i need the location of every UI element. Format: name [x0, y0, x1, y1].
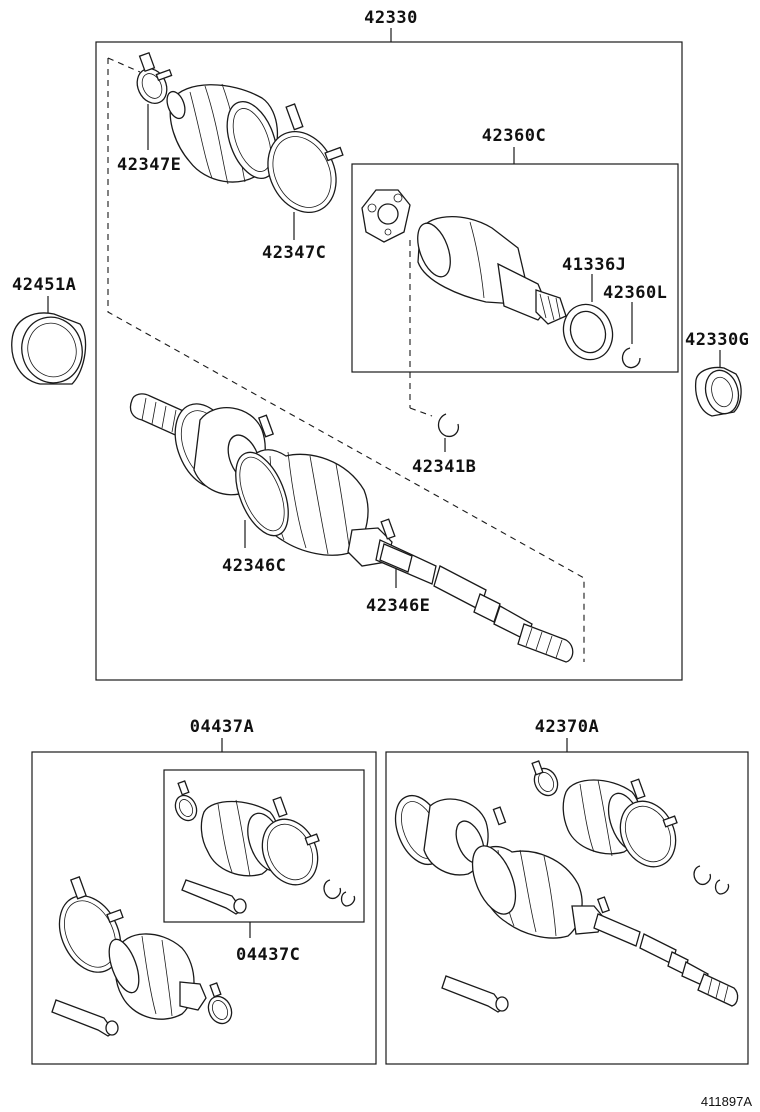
dashed-link-42341B-end	[409, 407, 433, 417]
kit-04437A-large-clamp	[58, 876, 124, 973]
kit-04437C-large-clamp	[261, 796, 320, 886]
label-42346C[interactable]: 42346C	[222, 556, 286, 576]
dashed-outline-top	[107, 57, 141, 73]
dust-seal-42451A	[11, 312, 87, 385]
kit-04437A-boot	[108, 933, 207, 1020]
tripod-spider	[361, 189, 411, 243]
inboard-housing	[417, 216, 567, 325]
label-04437A[interactable]: 04437A	[190, 717, 254, 737]
label-42451A[interactable]: 42451A	[12, 275, 76, 295]
kit-04437C-grease-tube	[181, 879, 247, 915]
label-42347C[interactable]: 42347C	[262, 243, 326, 263]
clamp-42347E	[136, 51, 173, 105]
assembly-42370A-snap-rings	[693, 865, 730, 895]
label-42330[interactable]: 42330	[364, 8, 418, 28]
label-04437C[interactable]: 04437C	[236, 945, 300, 965]
clamp-42347C	[267, 103, 344, 214]
kit-04437A-grease-tube	[51, 999, 119, 1037]
label-42330G[interactable]: 42330G	[685, 330, 749, 350]
label-42346E[interactable]: 42346E	[366, 596, 430, 616]
label-42347E[interactable]: 42347E	[117, 155, 181, 175]
label-42360L[interactable]: 42360L	[603, 283, 667, 303]
assembly-42370A-small-clamp	[531, 760, 559, 797]
ring-41336J	[562, 303, 614, 361]
assembly-42370A-shaft	[394, 794, 739, 1007]
label-42370A[interactable]: 42370A	[535, 717, 599, 737]
part-42451A-group: 42451A	[11, 275, 87, 385]
snap-ring-42360L	[621, 347, 641, 369]
label-42360C[interactable]: 42360C	[482, 126, 546, 146]
kit-04437A-small-clamp	[207, 982, 233, 1025]
dashed-outline	[107, 58, 585, 662]
bearing-42330G	[694, 366, 742, 417]
assembly-42370A-grease-tube	[441, 975, 509, 1013]
kit-04437C-snap-rings	[323, 879, 356, 907]
boot-outboard	[166, 83, 279, 185]
snap-ring-42341B	[437, 413, 460, 438]
assembly-42330-group: 42330 42347E	[95, 8, 683, 681]
subassembly-42360C-frame	[351, 163, 679, 373]
part-42330G-group: 42330G	[685, 330, 749, 417]
assembly-42330-frame	[95, 41, 683, 681]
kit-04437A-group: 04437A 04437C	[31, 717, 377, 1065]
label-41336J[interactable]: 41336J	[562, 255, 626, 275]
assembly-42370A-group: 42370A	[385, 717, 749, 1065]
drive-shaft-assembly	[129, 393, 574, 663]
kit-04437C-small-clamp	[174, 780, 198, 822]
diagram-reference-number: 411897A	[701, 1094, 752, 1109]
assembly-42370A-large-clamp	[619, 778, 678, 868]
label-42341B[interactable]: 42341B	[412, 457, 476, 477]
kit-04437C-frame	[163, 769, 365, 923]
kit-04437A-frame	[31, 751, 377, 1065]
